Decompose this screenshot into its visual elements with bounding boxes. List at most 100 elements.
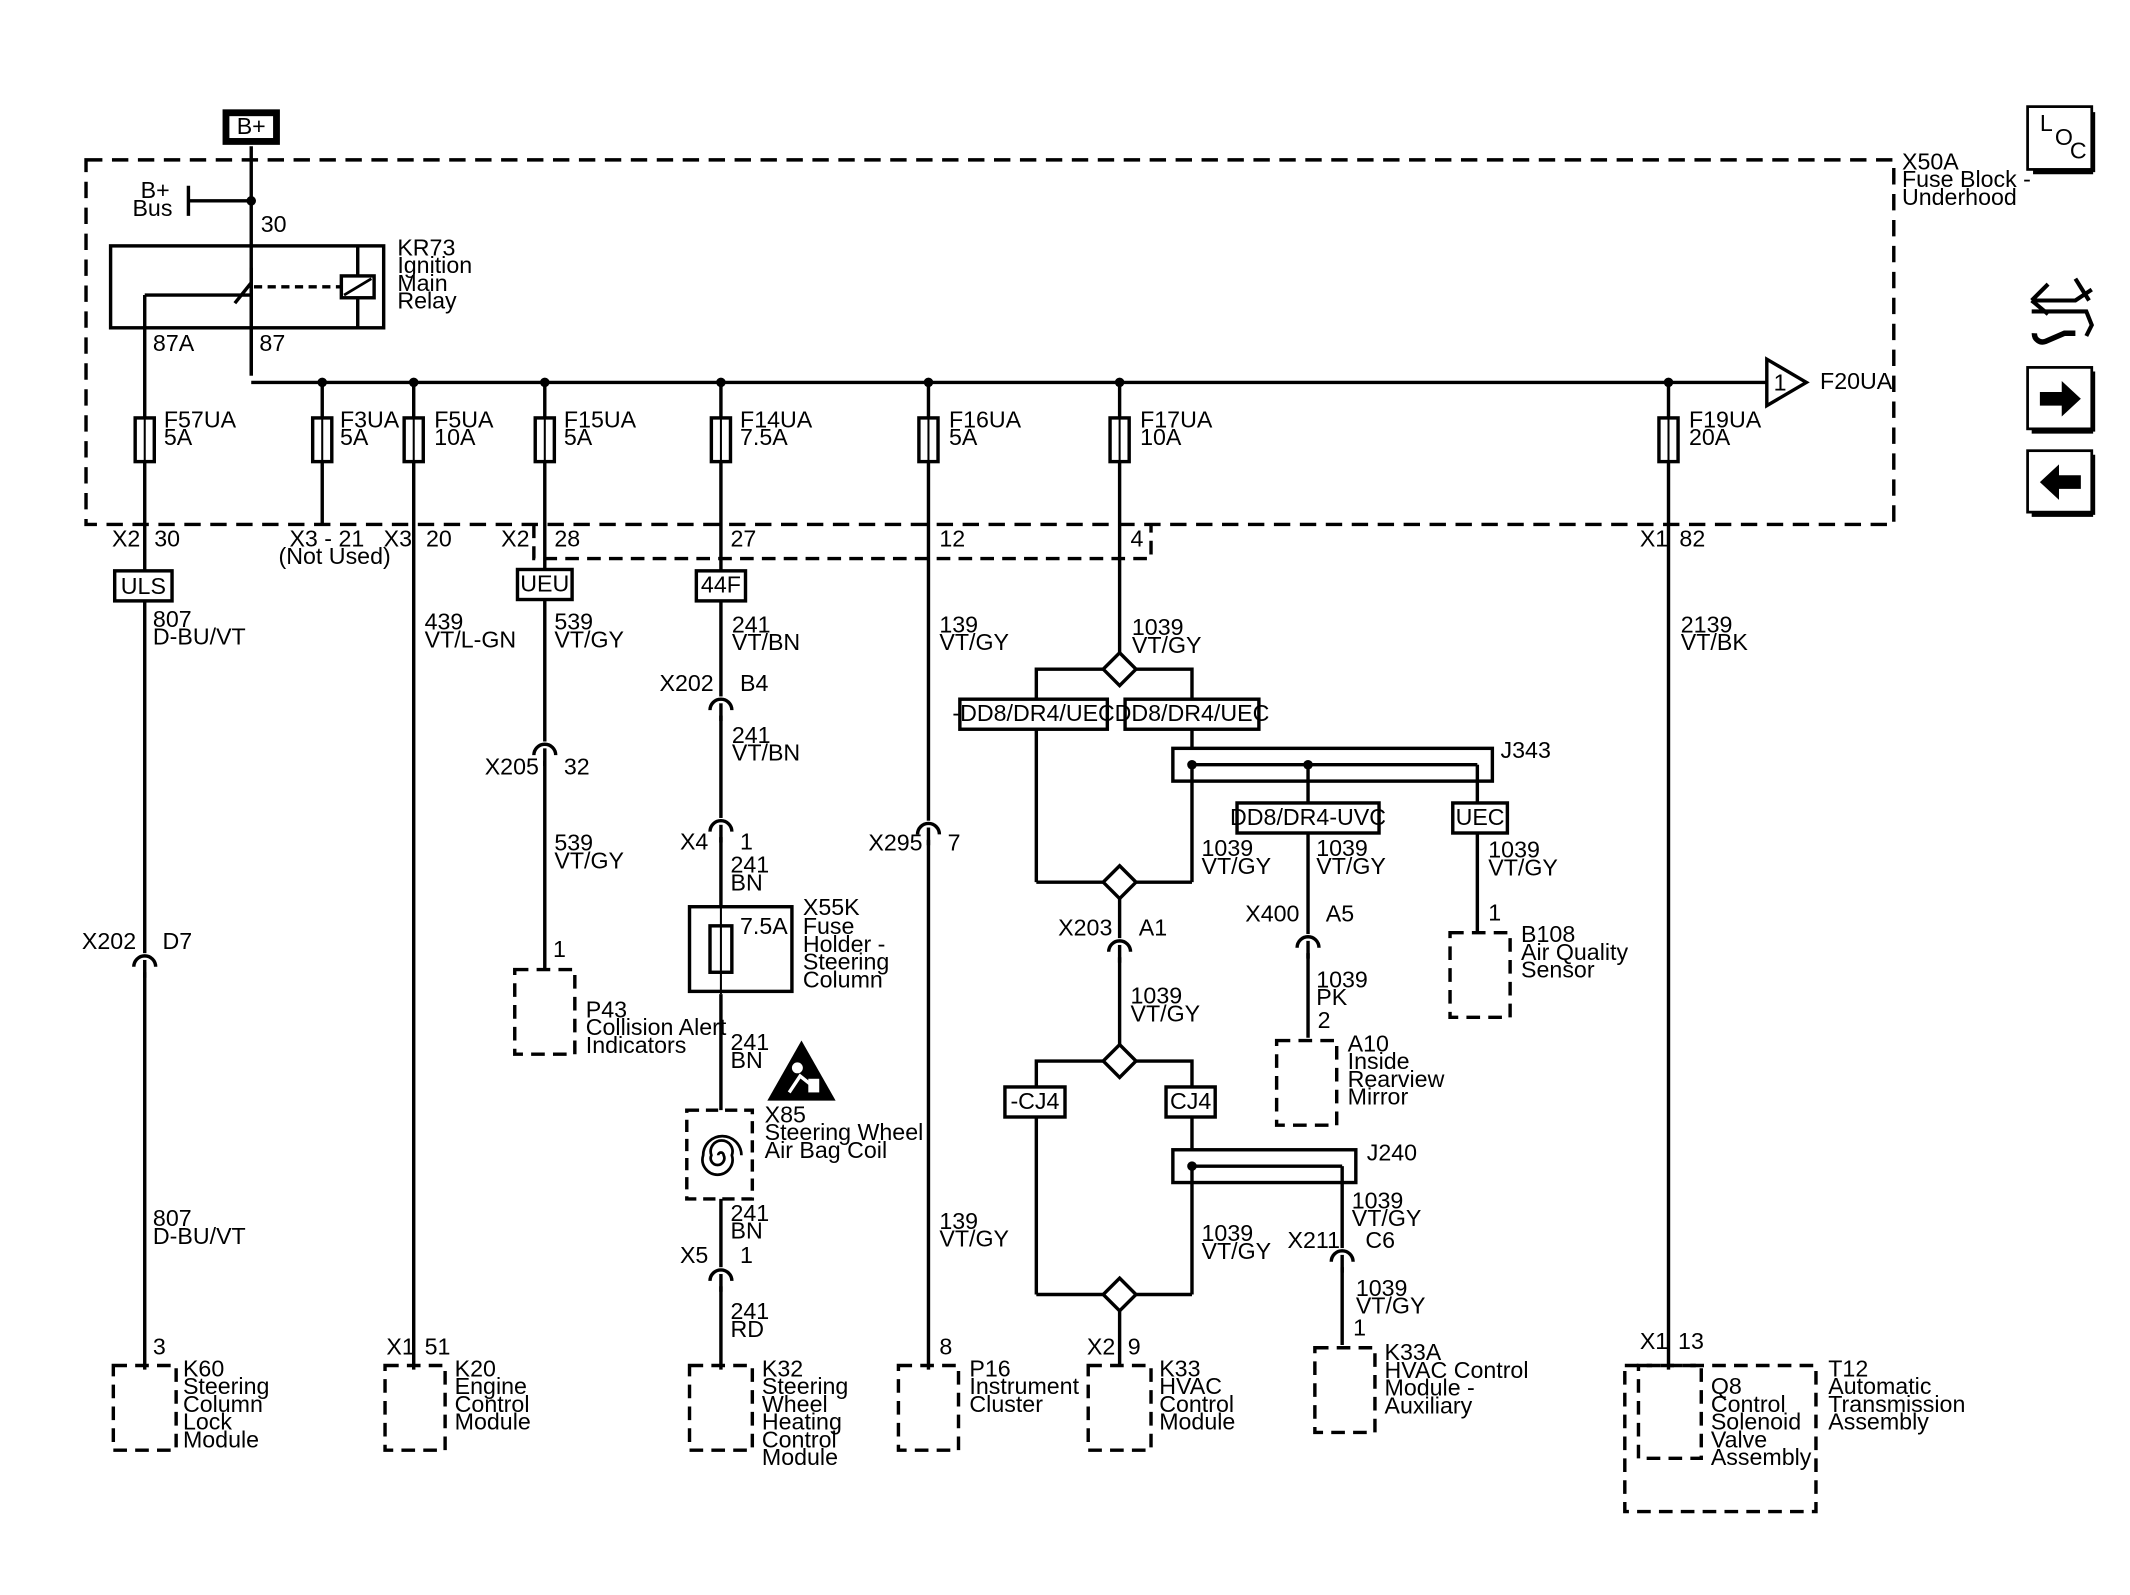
fuse-f15ua-name: F15UA	[564, 406, 637, 432]
k20-conn: X1	[386, 1334, 414, 1360]
k60-l3: Lock	[183, 1409, 232, 1435]
k32-l4: Control	[762, 1426, 837, 1452]
a10-pin: 2	[1318, 1007, 1331, 1033]
terminal-x2-pin-28: 28	[554, 525, 580, 551]
wire-539-circuit: 539	[554, 609, 593, 635]
fuse-block-desc-2: Underhood	[1902, 184, 2017, 210]
component-q8-box	[1636, 1363, 1703, 1461]
wire-1039c-color: VT/GY	[1316, 853, 1386, 879]
terminal-not-used: (Not Used)	[279, 543, 391, 569]
wire-241e-circuit: 241	[730, 1200, 769, 1226]
component-k20-box	[383, 1363, 447, 1452]
conn-d7-pin: D7	[162, 928, 192, 954]
t12-l3: Assembly	[1828, 1409, 1929, 1435]
p16-l1: Instrument	[969, 1373, 1079, 1399]
terminal-x3-pin-20: 20	[426, 525, 452, 551]
conn-x5-label: X5	[680, 1242, 708, 1268]
loc-button[interactable]: L O C	[2026, 105, 2096, 175]
next-page-button[interactable]	[2026, 366, 2096, 434]
component-b108-box	[1448, 930, 1512, 1020]
component-k33a-box	[1313, 1346, 1377, 1435]
k33-l3: Module	[1159, 1409, 1235, 1435]
terminal-x3-label: X3	[384, 525, 412, 551]
terminal-x2b-label: X2	[501, 525, 529, 551]
a10-l3: Mirror	[1348, 1084, 1409, 1110]
prev-page-button[interactable]	[2026, 449, 2096, 517]
fuse-f57ua-name: F57UA	[164, 406, 237, 432]
arrow-left-icon	[2039, 464, 2081, 500]
k20-l2: Control	[455, 1391, 530, 1417]
fuse-holder-desc-1: Fuse	[803, 913, 855, 939]
conn-x5-pin: 1	[740, 1242, 753, 1268]
p43-l2: Indicators	[586, 1032, 687, 1058]
k32-l5: Module	[762, 1444, 838, 1470]
fuse-block-border	[84, 158, 1896, 527]
f20ua-arrow	[1765, 356, 1810, 409]
option-uls: ULS	[121, 573, 166, 599]
conn-x400-label: X400	[1245, 901, 1299, 927]
connector-x5	[708, 1267, 734, 1292]
q8-name: Q8	[1711, 1373, 1742, 1399]
wire-1039d-color: PK	[1316, 984, 1347, 1010]
fuse-f19ua-rating: 20A	[1689, 424, 1731, 450]
k20-pin: 51	[425, 1334, 451, 1360]
f20ua-pin: 1	[1774, 370, 1787, 396]
wire-2139-circuit: 2139	[1681, 611, 1733, 637]
wire-1039c-circuit: 1039	[1316, 835, 1368, 861]
k32-l3: Heating	[762, 1409, 842, 1435]
fuse-block-name: X50A	[1902, 148, 1959, 174]
wire-539-color: VT/GY	[554, 626, 624, 652]
fuse-f19ua-name: F19UA	[1689, 406, 1762, 432]
fuse-holder-x55k	[687, 905, 794, 994]
wire-1039b-color: VT/GY	[1202, 853, 1272, 879]
fuse-f5ua-rating: 10A	[434, 424, 476, 450]
relay-pin-87a: 87A	[153, 330, 195, 356]
relay-pin-87: 87	[259, 330, 285, 356]
q8-l1: Control	[1711, 1391, 1786, 1417]
k33-pin: 9	[1128, 1334, 1141, 1360]
power-source-label: B+	[237, 113, 266, 139]
b108-name: B108	[1521, 921, 1575, 947]
q8-conn: X1	[1640, 1328, 1668, 1354]
wire-1039g-color: VT/GY	[1202, 1238, 1272, 1264]
wire-241d-circuit: 241	[730, 1029, 769, 1055]
component-p43-box	[513, 967, 577, 1056]
wire-139b-color: VT/GY	[939, 1226, 1009, 1252]
k33a-name: K33A	[1385, 1339, 1442, 1365]
wire-241b-color: VT/BN	[732, 740, 800, 766]
fuse-f57ua-rating: 5A	[164, 424, 193, 450]
conn-a1-pin: A1	[1139, 914, 1167, 940]
relay-name: KR73	[397, 234, 455, 260]
component-k33-box	[1086, 1363, 1153, 1452]
wire-241a-color: VT/BN	[732, 629, 800, 655]
relay-desc-2: Main	[397, 270, 447, 296]
q8-pin: 13	[1678, 1328, 1704, 1354]
option-uec: UEC	[1456, 804, 1505, 830]
wire-1039i-circuit: 1039	[1356, 1275, 1408, 1301]
k32-name: K32	[762, 1355, 803, 1381]
terminal-x2-pin-30: 30	[154, 525, 180, 551]
k60-l2: Column	[183, 1391, 263, 1417]
option-neg-cj4: -CJ4	[1010, 1088, 1059, 1114]
tools-connector-icon[interactable]	[2030, 277, 2095, 345]
fuse-f3ua-rating: 5A	[340, 424, 369, 450]
component-k32-box	[687, 1363, 755, 1452]
wire-807b-color: D-BU/VT	[153, 1223, 246, 1249]
splice-j343-label: J343	[1501, 737, 1551, 763]
wire-807-color: D-BU/VT	[153, 624, 246, 650]
wire-1039h-color: VT/GY	[1352, 1205, 1422, 1231]
component-t12-box	[1623, 1363, 1818, 1514]
connector-x211	[1329, 1248, 1355, 1273]
wire-539b-color: VT/GY	[554, 848, 624, 874]
p16-name: P16	[969, 1355, 1010, 1381]
conn-b4-pin: B4	[740, 670, 768, 696]
option-uec-box	[1451, 801, 1510, 835]
t12-l1: Automatic	[1828, 1373, 1931, 1399]
loc-letter-l: L	[2040, 110, 2053, 136]
bus-label-2: Bus	[132, 195, 172, 221]
splice-j240-label: J240	[1367, 1140, 1417, 1166]
option-ueu: UEU	[520, 570, 569, 596]
b108-l1: Air Quality	[1521, 939, 1628, 965]
fuse-holder-name: X55K	[803, 894, 860, 920]
connector-x205	[532, 741, 558, 767]
